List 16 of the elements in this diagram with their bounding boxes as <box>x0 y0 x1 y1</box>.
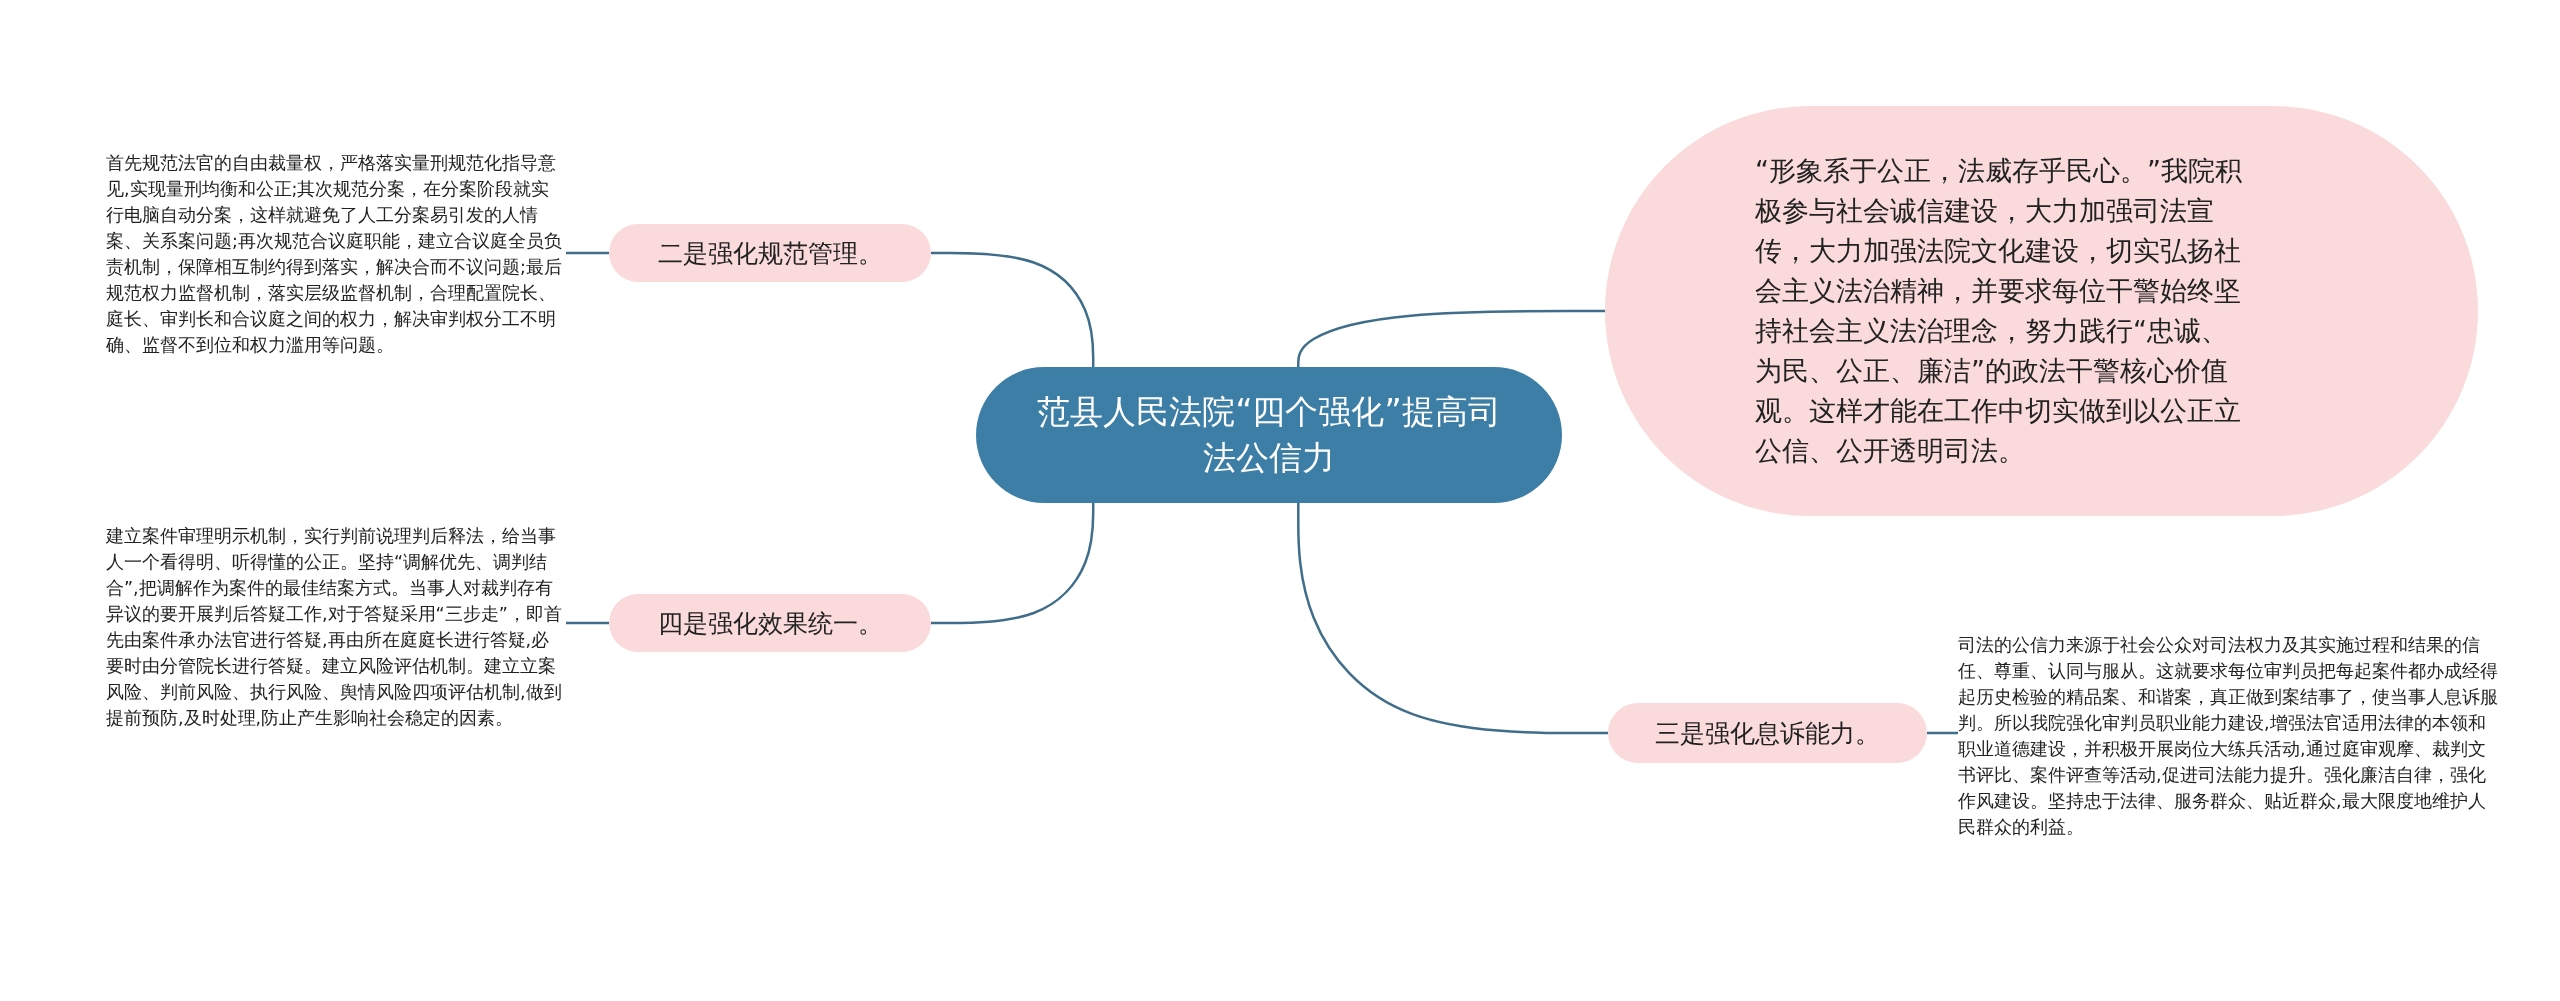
connector-line <box>931 503 1095 625</box>
connector-line <box>931 251 1095 367</box>
paragraph: 首先规范法官的自由裁量权，严格落实量刑规范化指导意见,实现量刑均衡和公正;其次规范分案，在分案阶段就实行电脑自动分案，这样就避免了人工分案易引发的人情案、关系案问题;再次规范合议庭职能，建立合议庭全员负责机制，保障相互制约得到落实，解决合而不议问题;最后规范权力监督机制，落实层级监督机制，合理配置院长、庭长、审判长和合议庭之间的权力，解决审判权分工不明确、监督不到位和权力滥用等问题。 <box>106 152 563 357</box>
topic-text: “形象系于公正，法威存乎民心。”我院积极参与社会诚信建设，大力加强司法宣传，大力加强法院文化建设，切实弘扬社会主义法治精神，并要求每位干警始终坚持社会主义法治理念，努力践行“忠诚、为民、公正、廉洁”的政法干警核心价值观。这样才能在工作中切实做到以公正立公信、公开透明司法。 <box>1755 154 2243 468</box>
topic-text: 范县人民法院“四个强化”提高司法公信力 <box>1036 391 1502 479</box>
connector-line <box>566 251 609 255</box>
connector-line <box>1297 309 1605 367</box>
paragraph: 司法的公信力来源于社会公众对司法权力及其实施过程和结果的信任、尊重、认同与服从。这就要求每位审判员把每起案件都办成经得起历史检验的精品案、和谐案，真正做到案结事了，使当事人息诉服判。所以我院强化审判员职业能力建设,增强法官适用法律的本领和职业道德建设，并积极开展岗位大练兵活动,通过庭审观摩、裁判文书评比、案件评查等活动,促进司法能力提升。强化廉洁自律，强化作风建设。坚持忠于法律、服务群众、贴近群众,最大限度地维护人民群众的利益。 <box>1958 634 2499 839</box>
paragraph: 建立案件审理明示机制，实行判前说理判后释法，给当事人一个看得明、听得懂的公正。坚持“调解优先、调判结合”,把调解作为案件的最佳结案方式。当事人对裁判存有异议的要开展判后答疑工作,对于答疑采用“三步走”，即首先由案件承办法官进行答疑,再由所在庭庭长进行答疑,必要时由分管院长进行答疑。建立风险评估机制。建立立案风险、判前风险、执行风险、舆情风险四项评估机制,做到提前预防,及时处理,防止产生影响社会稳定的因素。 <box>106 525 563 730</box>
connector-line <box>566 621 609 625</box>
topic-text: 四是强化效果统一。 <box>657 607 883 640</box>
topic-text: 二是强化规范管理。 <box>657 237 883 270</box>
branch-topic-pill <box>1608 703 1927 763</box>
connector-line <box>1927 731 1958 735</box>
connector-line <box>1297 503 1608 735</box>
topic-text: 三是强化息诉能力。 <box>1655 717 1880 750</box>
